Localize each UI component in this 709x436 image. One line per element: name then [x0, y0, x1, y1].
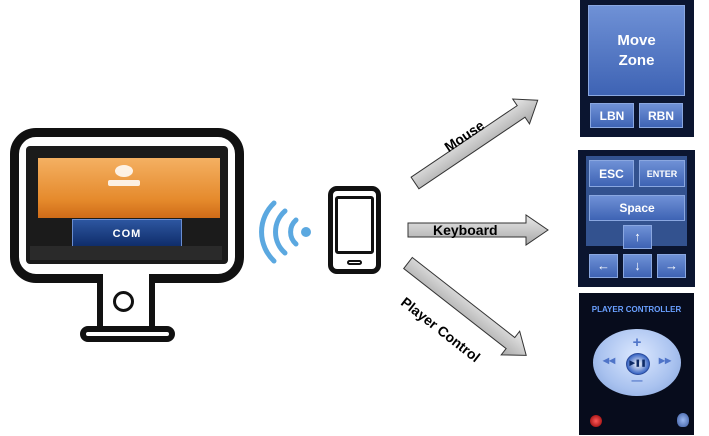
- volume-up-button[interactable]: +: [632, 334, 642, 351]
- smartphone-screen: [335, 196, 374, 254]
- mouse-toggle-icon[interactable]: [677, 413, 689, 427]
- rewind-button[interactable]: ◀◀: [602, 356, 616, 365]
- player-controller-title: PLAYER CONTROLLER: [591, 305, 682, 314]
- player-arrow: [402, 256, 527, 356]
- monitor-base: [80, 326, 175, 342]
- keyboard-arrow: [407, 214, 549, 246]
- play-pause-label: ▶❚❚: [629, 360, 647, 367]
- arrows-group: [402, 98, 549, 356]
- video-banner: COM: [72, 219, 182, 249]
- power-button-icon[interactable]: [590, 415, 602, 427]
- move-zone-button[interactable]: Move Zone: [588, 5, 685, 96]
- volume-down-button[interactable]: —: [631, 375, 643, 387]
- fast-forward-button[interactable]: ▶▶: [658, 356, 672, 365]
- mouse-arrow: [410, 98, 539, 190]
- home-button-icon: [347, 260, 362, 265]
- left-arrow-button[interactable]: ←: [589, 254, 618, 278]
- keyboard-arrow-label: Keyboard: [433, 222, 498, 238]
- down-arrow-button[interactable]: ↓: [623, 254, 652, 278]
- video-logo-icon: [108, 165, 140, 186]
- play-pause-button[interactable]: ▶❚❚: [626, 353, 650, 375]
- esc-button[interactable]: ESC: [589, 160, 634, 187]
- right-arrow-button[interactable]: →: [657, 254, 686, 278]
- enter-button[interactable]: ENTER: [639, 160, 685, 187]
- player-toolbar: [30, 246, 222, 260]
- up-arrow-button[interactable]: ↑: [623, 225, 652, 249]
- left-button[interactable]: LBN: [590, 103, 634, 128]
- move-zone-label: Move Zone: [617, 31, 656, 69]
- space-button[interactable]: Space: [589, 195, 685, 221]
- power-knob-icon: [113, 291, 134, 312]
- wifi-signal-icon: [259, 200, 311, 264]
- right-button[interactable]: RBN: [639, 103, 683, 128]
